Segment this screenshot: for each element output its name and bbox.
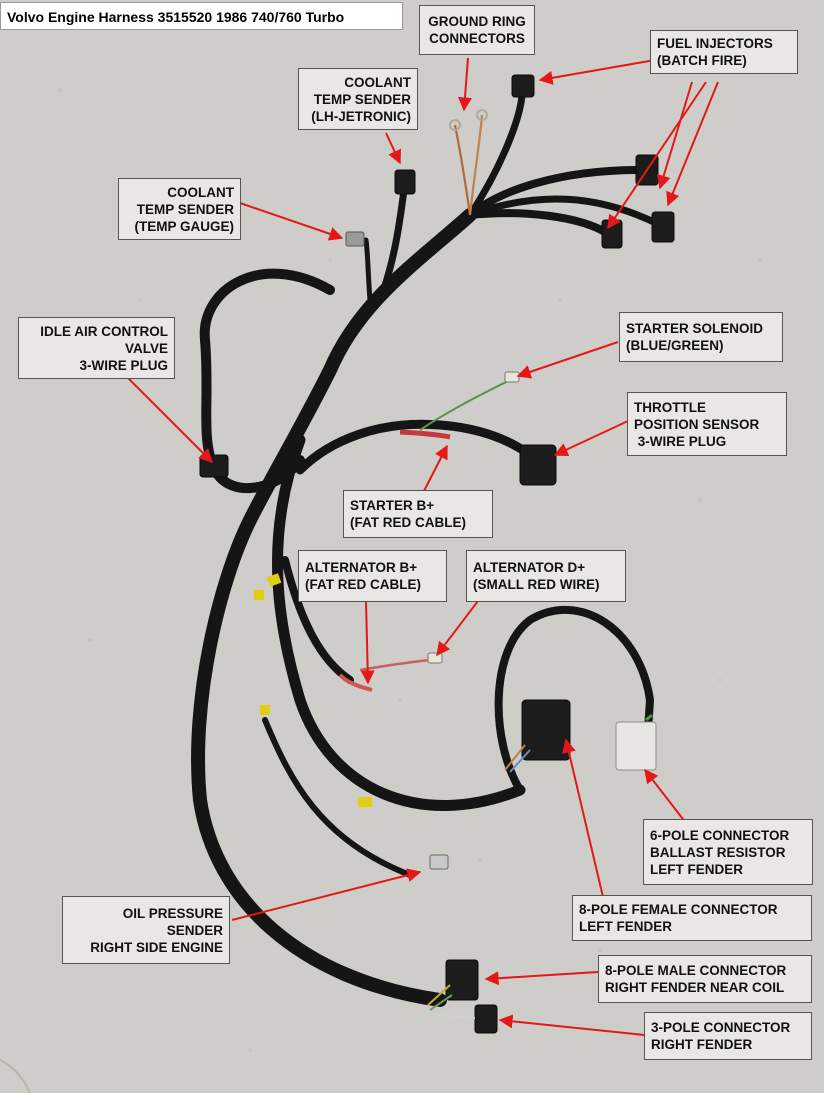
label-line: CONNECTORS <box>429 31 525 46</box>
label-eight-female: 8-POLE FEMALE CONNECTOR LEFT FENDER <box>572 895 812 941</box>
label-line: STARTER B+ <box>350 498 435 513</box>
label-six-pole: 6-POLE CONNECTOR BALLAST RESISTOR LEFT F… <box>643 819 813 885</box>
label-line: TEMP SENDER <box>136 201 234 217</box>
main-trunk <box>191 208 477 1007</box>
label-line: (SMALL RED WIRE) <box>473 577 600 592</box>
label-alt-d: ALTERNATOR D+ (SMALL RED WIRE) <box>466 550 626 602</box>
label-starter-b: STARTER B+ (FAT RED CABLE) <box>343 490 493 538</box>
label-line: LEFT FENDER <box>650 861 743 877</box>
label-line: 6-POLE CONNECTOR <box>650 827 790 843</box>
label-line: 3-WIRE PLUG <box>79 357 168 373</box>
label-line: STARTER SOLENOID <box>626 321 764 336</box>
label-line: RIGHT FENDER <box>651 1037 753 1052</box>
label-line: OIL PRESSURE <box>122 905 223 921</box>
label-line: (FAT RED CABLE) <box>350 515 466 530</box>
diagram-title: Volvo Engine Harness 3515520 1986 740/76… <box>0 2 403 30</box>
label-line: GROUND RING <box>428 14 526 29</box>
label-line: 8-POLE MALE CONNECTOR <box>605 963 787 978</box>
label-coolant-lh: COOLANT TEMP SENDER (LH-JETRONIC) <box>298 68 418 130</box>
label-line: BALLAST RESISTOR <box>650 844 786 860</box>
label-fuel-injectors: FUEL INJECTORS (BATCH FIRE) <box>650 30 798 74</box>
label-line: ALTERNATOR B+ <box>305 560 418 575</box>
label-line: THROTTLE <box>634 399 706 415</box>
label-starter-solenoid: STARTER SOLENOID (BLUE/GREEN) <box>619 312 783 362</box>
label-line: COOLANT <box>167 184 234 200</box>
label-coolant-gauge: COOLANT TEMP SENDER (TEMP GAUGE) <box>118 178 241 240</box>
label-line: 8-POLE FEMALE CONNECTOR <box>579 902 778 917</box>
label-line: COOLANT <box>344 74 411 90</box>
label-eight-male: 8-POLE MALE CONNECTOR RIGHT FENDER NEAR … <box>598 955 812 1003</box>
label-oil-pressure: OIL PRESSURE SENDER RIGHT SIDE ENGINE <box>62 896 230 964</box>
label-line: POSITION SENSOR <box>634 416 760 432</box>
label-line: IDLE AIR CONTROL <box>40 323 168 339</box>
label-line: 3-POLE CONNECTOR <box>651 1020 791 1035</box>
label-line: TEMP SENDER <box>313 91 411 107</box>
label-line: RIGHT SIDE ENGINE <box>90 939 223 955</box>
label-line: (TEMP GAUGE) <box>134 218 234 234</box>
label-line: (BATCH FIRE) <box>657 53 747 68</box>
label-line: RIGHT FENDER NEAR COIL <box>605 980 785 995</box>
label-line: (LH-JETRONIC) <box>311 108 411 124</box>
label-line: FUEL INJECTORS <box>657 36 773 51</box>
label-idle-air: IDLE AIR CONTROL VALVE 3-WIRE PLUG <box>18 317 175 379</box>
label-alt-b: ALTERNATOR B+ (FAT RED CABLE) <box>298 550 447 602</box>
label-line: VALVE <box>124 340 168 356</box>
label-ground-ring: GROUND RING CONNECTORS <box>419 5 535 55</box>
label-line: ALTERNATOR D+ <box>473 560 586 575</box>
label-throttle: THROTTLE POSITION SENSOR 3-WIRE PLUG <box>627 392 787 456</box>
label-line: (FAT RED CABLE) <box>305 577 421 592</box>
label-line: LEFT FENDER <box>579 919 672 934</box>
label-line: 3-WIRE PLUG <box>634 433 727 449</box>
label-line: SENDER <box>166 922 223 938</box>
label-three-pole: 3-POLE CONNECTOR RIGHT FENDER <box>644 1012 812 1060</box>
label-line: (BLUE/GREEN) <box>626 338 724 353</box>
